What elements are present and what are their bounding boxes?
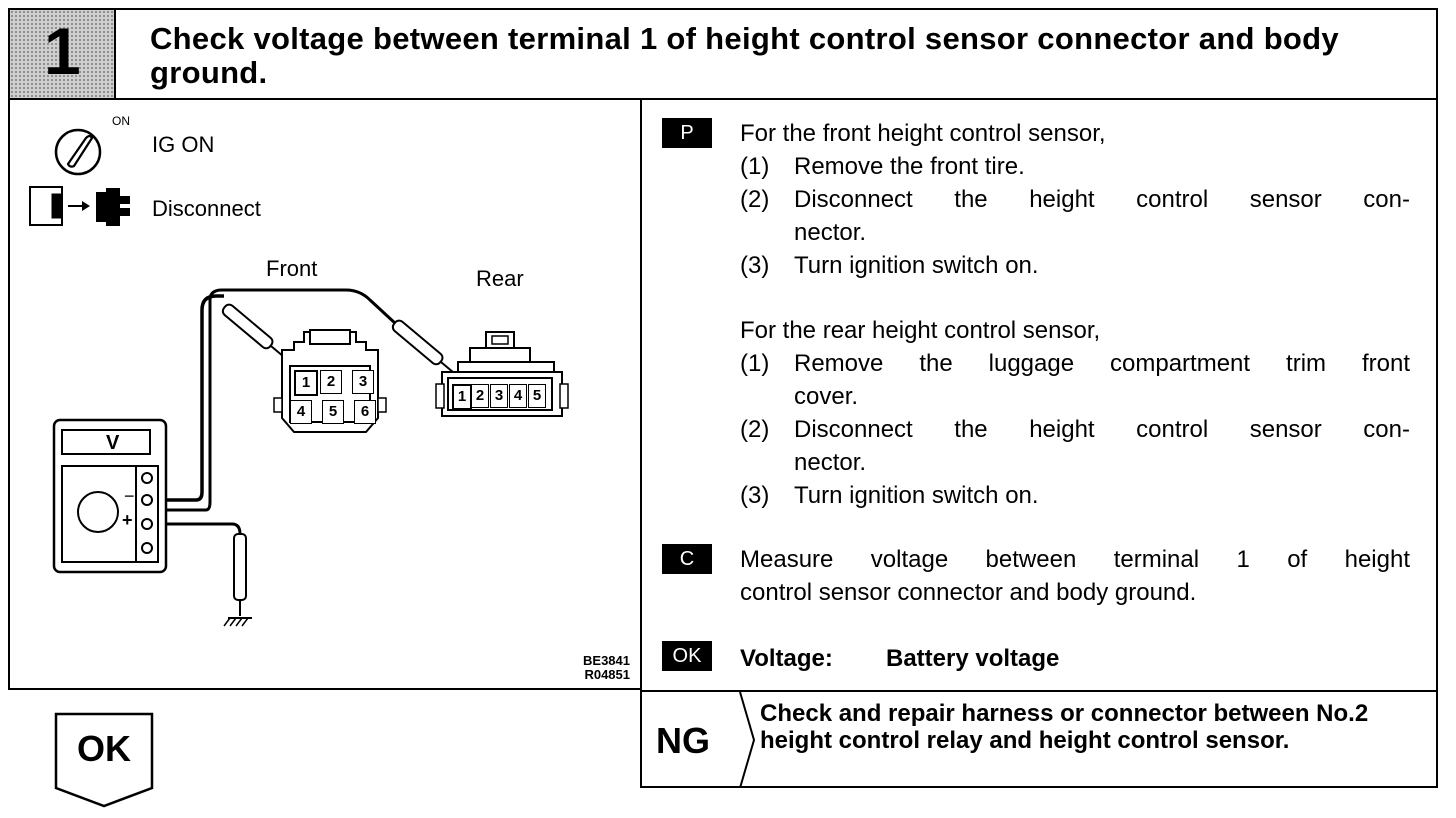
step-number: (2) — [740, 416, 770, 443]
rear-connector-label: Rear — [476, 266, 524, 291]
step-number: (2) — [740, 186, 770, 213]
step-text: Remove the front tire. — [794, 153, 1025, 180]
ignition-key-icon — [54, 128, 102, 176]
ng-chevron-divider — [739, 692, 756, 788]
step-text: cover. — [794, 383, 859, 410]
step-number: (3) — [740, 252, 770, 279]
step-text: nector. — [794, 449, 867, 476]
procedure-panel: P For the front height control sensor, (… — [642, 100, 1438, 690]
step-text: Disconnect the height control sensor con… — [794, 186, 1410, 213]
step-header: 1 Check voltage between terminal 1 of he… — [8, 8, 1438, 100]
step-text: Turn ignition switch on. — [794, 482, 1039, 509]
front-heading: For the front height control sensor, — [740, 120, 1106, 147]
step-text: nector. — [794, 219, 867, 246]
step-text: Turn ignition switch on. — [794, 252, 1039, 279]
figure-code-2: R04851 — [584, 667, 630, 682]
ng-label: NG — [656, 720, 710, 761]
disconnect-label: Disconnect — [152, 196, 261, 221]
disconnect-connector-icon — [29, 186, 130, 226]
rear-terminal: 1 — [452, 384, 472, 410]
ng-instruction: Check and repair harness or connector be… — [760, 700, 1369, 754]
front-connector-label: Front — [266, 256, 318, 281]
measure-text: Measure voltage between terminal 1 of he… — [740, 546, 1410, 573]
ig-on-label: IG ON — [152, 132, 215, 157]
voltmeter-icon — [52, 418, 168, 574]
rear-terminal: 5 — [528, 384, 546, 408]
front-terminal: 5 — [322, 400, 344, 424]
plus-sign: + — [122, 510, 133, 530]
rear-terminal: 3 — [490, 384, 508, 408]
rear-terminal: 4 — [509, 384, 527, 408]
ng-result-box: NG Check and repair harness or connector… — [640, 690, 1438, 788]
front-terminal: 4 — [290, 400, 312, 424]
rear-heading: For the rear height control sensor, — [740, 317, 1101, 344]
step-number: (1) — [740, 350, 770, 377]
meter-unit-label: V — [106, 432, 120, 454]
step-number: (3) — [740, 482, 770, 509]
ok-tag: OK — [662, 641, 712, 671]
front-terminal: 3 — [352, 370, 374, 394]
figure-code-1: BE3841 — [583, 653, 630, 668]
step-text: Disconnect the height control sensor con… — [794, 416, 1410, 443]
prepare-tag: P — [662, 118, 712, 148]
front-terminal: 2 — [320, 370, 342, 394]
ok-arrow-shape — [54, 712, 154, 808]
wiring-diagram — [160, 288, 459, 627]
step-number: (1) — [740, 153, 770, 180]
ig-on-superscript: ON — [112, 114, 130, 128]
ok-result-label: OK — [77, 728, 131, 769]
minus-sign: − — [124, 486, 135, 506]
diagram-panel: ON IG ON Disconnect Front Rear — [8, 100, 642, 690]
voltage-value: Battery voltage — [886, 645, 1060, 672]
step-title: Check voltage between terminal 1 of heig… — [150, 21, 1339, 90]
voltage-label: Voltage: — [740, 645, 833, 672]
step-number-box: 1 — [10, 10, 116, 98]
step-text: Remove the luggage compartment trim fron… — [794, 350, 1410, 377]
check-tag: C — [662, 544, 712, 574]
front-terminal: 1 — [294, 370, 318, 396]
front-terminal: 6 — [354, 400, 376, 424]
measure-text: control sensor connector and body ground… — [740, 579, 1197, 606]
step-number: 1 — [44, 14, 81, 88]
rear-terminal: 2 — [471, 384, 489, 408]
